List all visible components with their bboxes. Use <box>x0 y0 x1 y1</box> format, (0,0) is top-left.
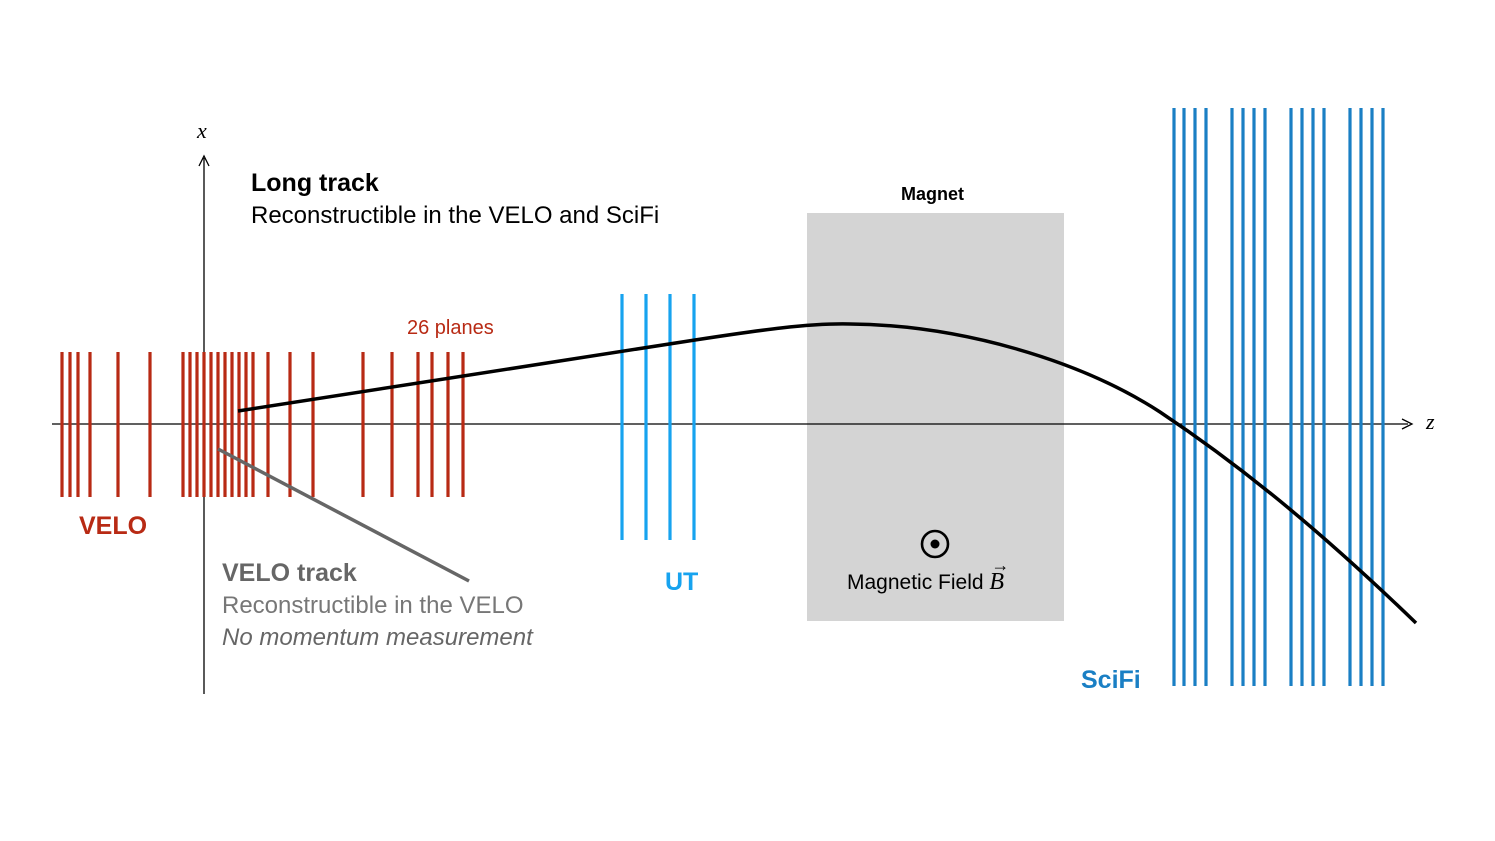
field-dot <box>930 539 940 549</box>
velo-track-note: No momentum measurement <box>222 624 533 651</box>
long-track-subtitle: Reconstructible in the VELO and SciFi <box>251 202 660 229</box>
magnetic-field-text: Magnetic Field <box>847 571 984 594</box>
x-axis-arrowhead <box>198 154 210 167</box>
velo-track-subtitle: Reconstructible in the VELO <box>222 592 524 619</box>
velo-planes-note: 26 planes <box>407 317 494 339</box>
magnet-label: Magnet <box>901 184 964 204</box>
velo-planes <box>60 352 465 497</box>
velo-track-line <box>217 447 470 583</box>
velo-label: VELO <box>79 512 148 540</box>
b-field-symbol: B→ <box>989 555 1009 596</box>
ut-label: UT <box>665 568 699 596</box>
ut-planes <box>620 294 696 540</box>
magnet-region <box>807 213 1064 621</box>
x-axis-label: x <box>197 118 207 143</box>
out-of-page-field-icon <box>920 529 950 559</box>
z-axis-arrowhead <box>1401 418 1414 430</box>
long-track-curve <box>237 322 1418 625</box>
long-track-title: Long track <box>251 169 379 197</box>
vector-arrow-icon: → <box>991 555 1010 575</box>
scifi-planes <box>1172 108 1385 686</box>
magnetic-field-label: Magnetic Field B→ <box>847 555 1009 596</box>
scifi-label: SciFi <box>1081 666 1141 694</box>
velo-track-title: VELO track <box>222 559 357 587</box>
z-axis-label: z <box>1426 409 1435 434</box>
b-field-letter: B <box>989 569 1005 595</box>
